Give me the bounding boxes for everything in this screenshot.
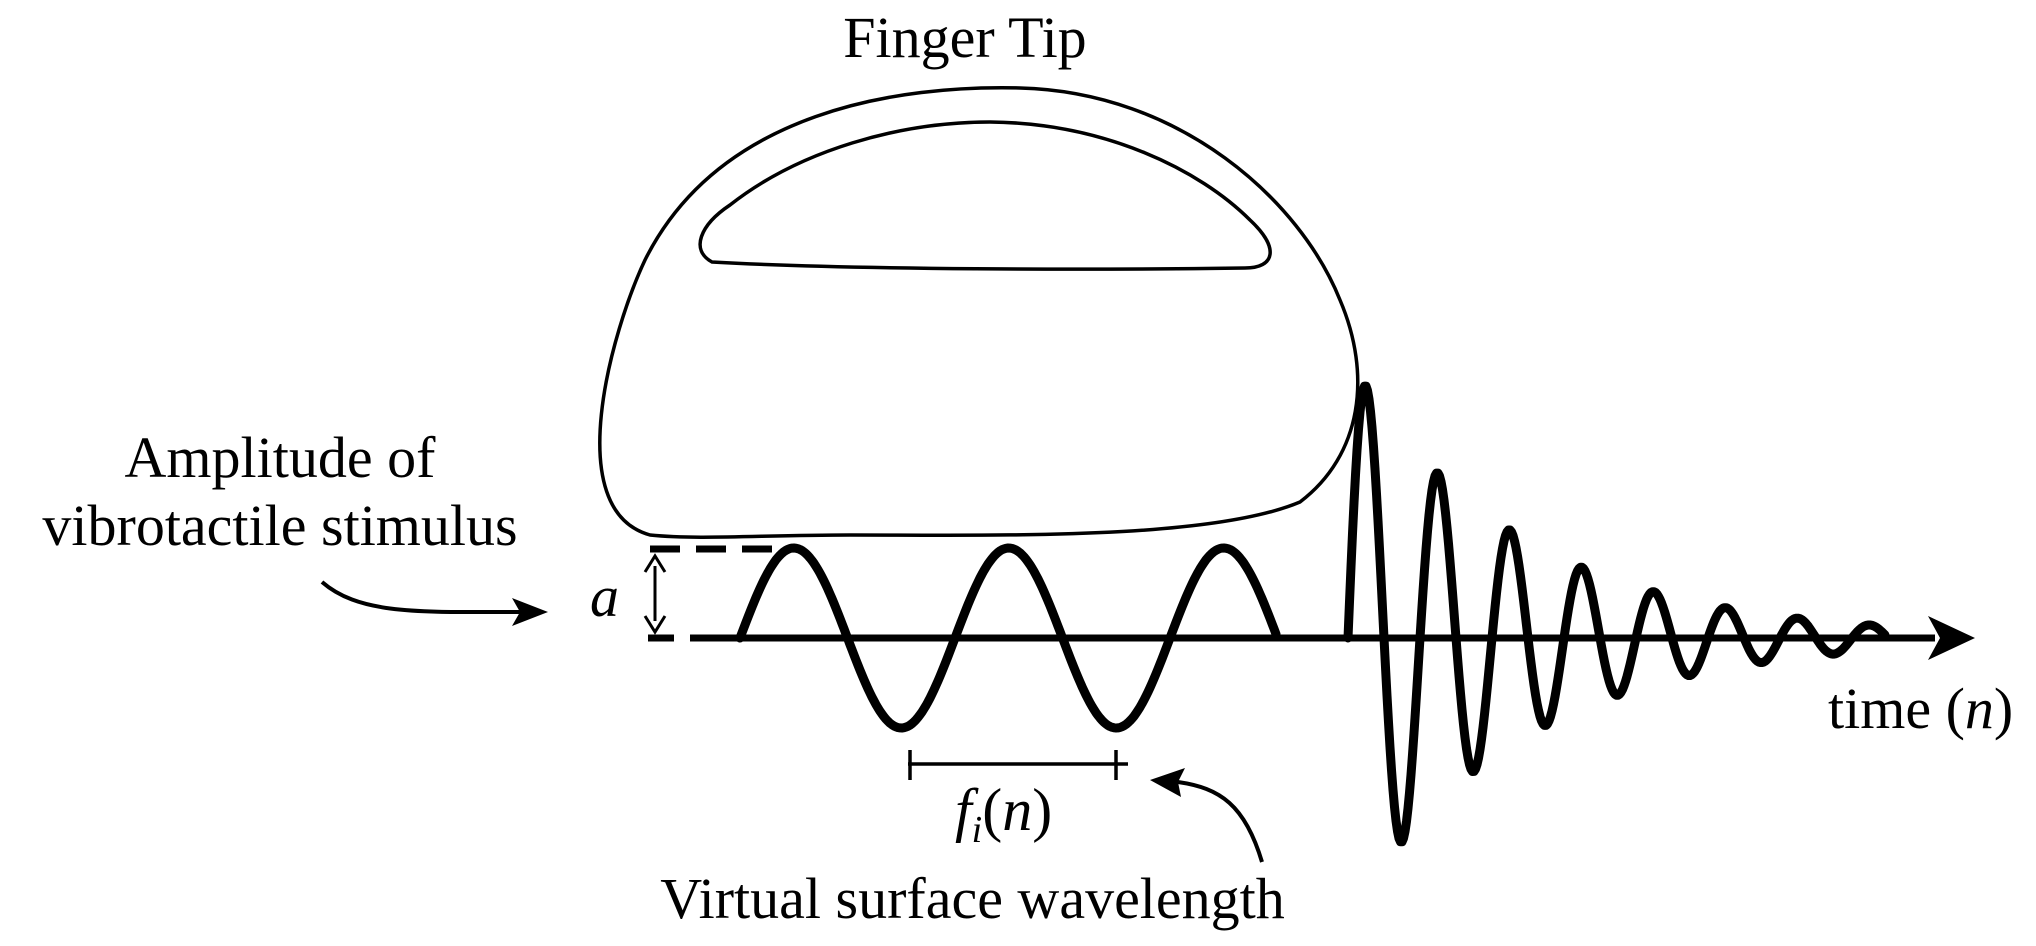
wavelength-paren-open: ( — [982, 777, 1003, 843]
wavelength-subscript: i — [971, 809, 983, 851]
surface-sine-wave — [735, 543, 1281, 733]
amplitude-arrow-top — [643, 553, 667, 573]
amplitude-pointer-arrowhead — [512, 598, 548, 626]
time-word: time — [1828, 676, 1932, 741]
time-axis-arrowhead — [1928, 616, 1975, 660]
wavelength-pointer-arrowhead — [1150, 768, 1185, 797]
amplitude-pointer-arrow — [320, 580, 521, 615]
wavelength-caption: Virtual surface wavelength — [660, 866, 1285, 931]
amplitude-label-line2: vibrotactile stimulus — [42, 493, 518, 558]
amplitude-label: Amplitude of vibrotactile stimulus — [10, 424, 550, 560]
amplitude-label-line1: Amplitude of — [124, 425, 436, 490]
time-paren-close: ) — [1993, 676, 2014, 741]
decaying-transient-wave — [1343, 381, 1890, 847]
wavelength-paren-close: ) — [1032, 777, 1053, 843]
finger-tip-outer — [598, 86, 1360, 539]
time-variable: n — [1964, 676, 1994, 741]
wavelength-f: f — [955, 777, 972, 843]
finger-tip-title: Finger Tip — [843, 5, 1087, 70]
amplitude-symbol: a — [590, 564, 619, 629]
finger-nail — [698, 120, 1272, 271]
amplitude-arrow-bottom — [643, 615, 667, 635]
time-paren-open: ( — [1931, 676, 1965, 741]
wavelength-symbol: fi(n) — [955, 776, 1052, 852]
wavelength-variable: n — [1002, 777, 1033, 843]
time-axis-label: time (n) — [1828, 675, 2013, 742]
wavelength-pointer-arrow — [1177, 780, 1264, 863]
